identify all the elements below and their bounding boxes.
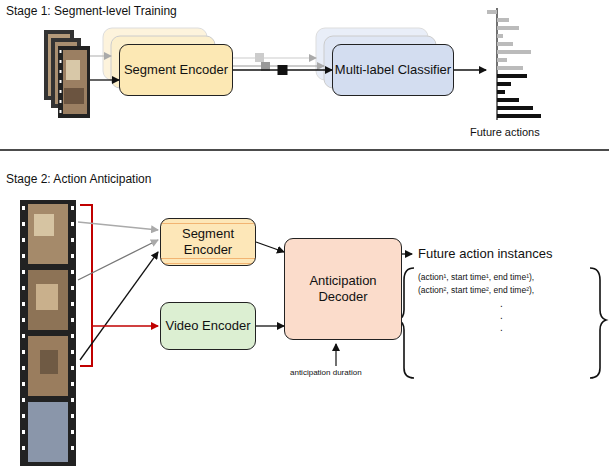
process-box: Multi-label Classifier <box>332 44 454 96</box>
connector-arrow <box>256 242 284 252</box>
film-strip <box>20 200 76 466</box>
annotation-label: Stage 2: Action Anticipation <box>6 172 151 186</box>
annotation-label: . <box>500 310 503 321</box>
annotation-label: (action¹, start time¹, end time¹), <box>418 272 534 282</box>
annotation-label: (action², start time², end time²), <box>418 285 534 295</box>
annotation-label: . <box>500 322 503 333</box>
box-label: Anticipation Decoder <box>285 273 401 305</box>
process-box: Segment Encoder <box>119 44 233 96</box>
box-label: Segment Encoder <box>161 226 255 258</box>
box-label: Multi-label Classifier <box>335 62 451 78</box>
annotation-label: . <box>500 298 503 309</box>
feature-square <box>278 65 288 75</box>
box-label: Segment Encoder <box>124 62 228 78</box>
annotation-label: Stage 1: Segment-level Training <box>6 4 177 18</box>
annotation-label: Future action instances <box>418 246 552 261</box>
connector-arrow <box>256 325 284 326</box>
film-strip <box>44 30 90 118</box>
process-box: Anticipation Decoder <box>284 238 402 340</box>
annotation-label: Future actions <box>470 126 540 138</box>
bar-chart <box>487 8 541 120</box>
process-box: Segment Encoder <box>160 218 256 266</box>
process-box: Video Encoder <box>160 302 256 350</box>
box-label: Video Encoder <box>165 318 250 334</box>
annotation-label: anticipation duration <box>290 368 362 377</box>
